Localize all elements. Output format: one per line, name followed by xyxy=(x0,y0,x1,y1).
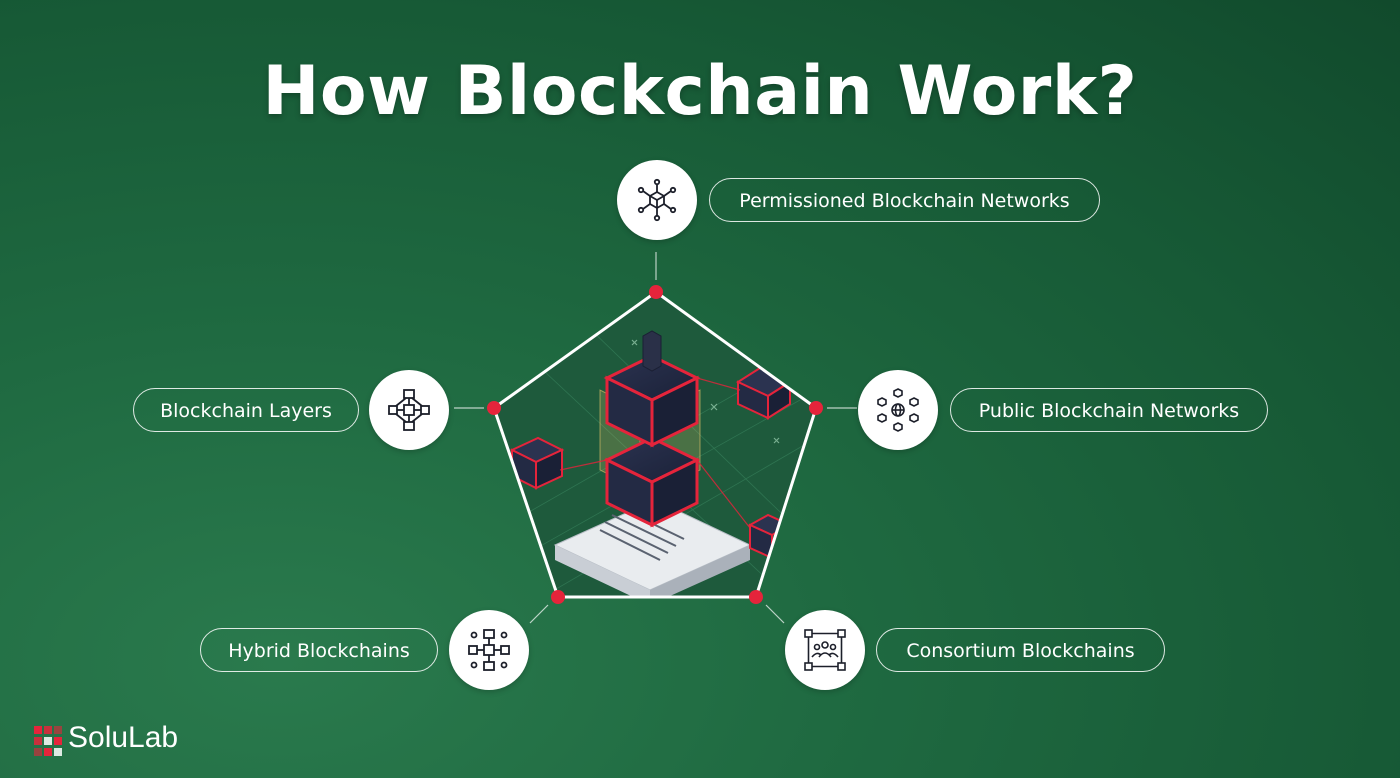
consortium-group-icon xyxy=(785,610,865,690)
hybrid-nodes-icon xyxy=(449,610,529,690)
brand-name: SoluLab xyxy=(68,721,179,754)
floating-cube-left xyxy=(509,436,565,490)
connector-bottom-right xyxy=(765,604,785,624)
pentagon-outline xyxy=(492,290,818,599)
vertex-dot-top xyxy=(649,285,663,299)
node-label-hybrid: Hybrid Blockchains xyxy=(200,628,438,672)
vertex-dot-left xyxy=(487,401,501,415)
global-network-icon xyxy=(858,370,938,450)
layered-nodes-icon xyxy=(369,370,449,450)
node-label-public: Public Blockchain Networks xyxy=(950,388,1268,432)
vertex-dot-bottom-right xyxy=(749,590,763,604)
node-label-consortium: Consortium Blockchains xyxy=(876,628,1165,672)
solulab-logo-icon xyxy=(34,726,62,756)
floating-cube-right xyxy=(735,366,793,420)
vertex-dot-right xyxy=(809,401,823,415)
vertex-dot-bottom-left xyxy=(551,590,565,604)
node-label-permissioned: Permissioned Blockchain Networks xyxy=(709,178,1100,222)
node-label-layers: Blockchain Layers xyxy=(133,388,359,432)
blockchain-tower-illustration xyxy=(494,292,816,597)
connector-bottom-left xyxy=(529,604,549,624)
network-cube-icon xyxy=(617,160,697,240)
page-title: How Blockchain Work? xyxy=(262,52,1138,131)
